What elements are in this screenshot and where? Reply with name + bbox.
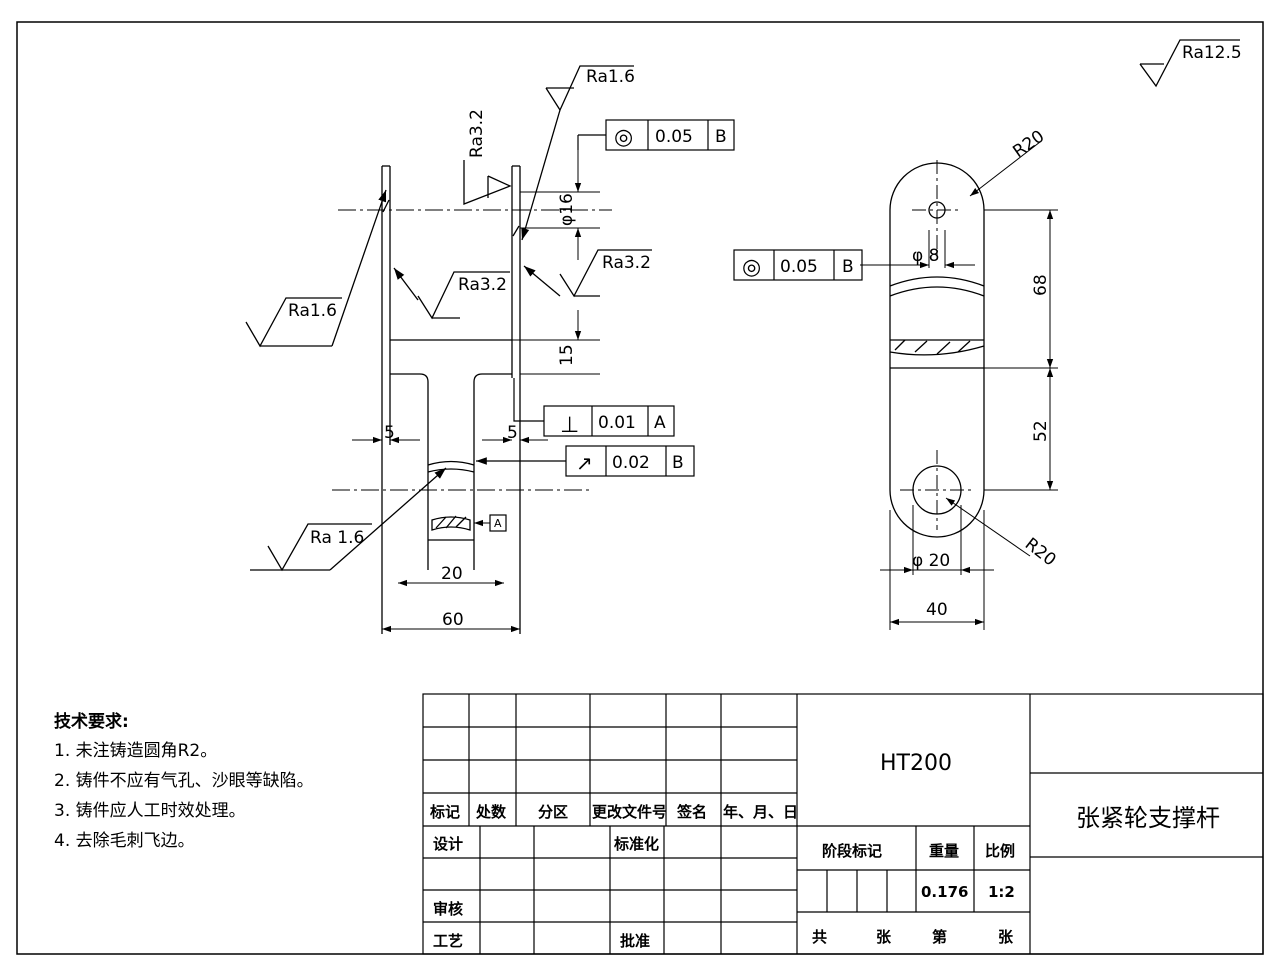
roughness-bottom-left-label: Ra 1.6 — [310, 528, 364, 548]
front-roughness-symbols — [245, 65, 652, 572]
perpendicularity-value: 0.01 — [598, 413, 636, 433]
side-width-dimension: 40 — [926, 600, 948, 620]
side-centerlines — [900, 160, 975, 530]
rev-header-sign: 签名 — [676, 803, 707, 821]
label-total: 共 — [812, 928, 827, 946]
front-offset-dimension: 15 — [557, 344, 577, 366]
label-approve: 批准 — [620, 932, 650, 950]
front-total-width-dimension: 60 — [442, 610, 464, 630]
side-dimension-lines — [860, 141, 1058, 630]
label-sheet-no: 第 — [932, 928, 947, 946]
front-dimension-lines — [352, 150, 600, 633]
front-concentricity-value: 0.05 — [655, 127, 693, 147]
requirement-item: 1. 未注铸造圆角R2。 — [54, 741, 217, 761]
perpendicularity-icon: ⊥ — [560, 413, 579, 438]
rev-header-zone: 分区 — [538, 803, 568, 821]
title-block — [422, 693, 1264, 955]
label-sheet-unit2: 张 — [998, 928, 1014, 946]
side-upper-length-dimension: 68 — [1031, 274, 1051, 296]
label-stage-mark: 阶段标记 — [822, 842, 882, 860]
runout-value: 0.02 — [612, 453, 650, 473]
front-wall-left-dimension: 5 — [384, 423, 395, 443]
label-sheet-unit: 张 — [876, 928, 892, 946]
side-concentricity-value: 0.05 — [780, 257, 818, 277]
runout-datum: B — [672, 453, 684, 473]
label-weight: 重量 — [929, 842, 959, 860]
front-wall-right-dimension: 5 — [507, 423, 518, 443]
front-bore-dimension: φ16 — [557, 193, 577, 226]
general-roughness-symbol — [1139, 39, 1240, 88]
requirement-item: 2. 铸件不应有气孔、沙眼等缺陷。 — [54, 771, 314, 791]
side-small-hole-dimension: φ 8 — [912, 246, 939, 266]
datum-a-box — [489, 514, 507, 532]
side-concentricity-frame — [733, 249, 863, 281]
rev-header-doc: 更改文件号 — [592, 803, 667, 821]
side-concentricity-icon: ◎ — [742, 255, 761, 280]
scale-value: 1:2 — [988, 883, 1015, 901]
side-large-hole-dimension: φ 20 — [912, 551, 950, 571]
front-hub-width-dimension: 20 — [441, 564, 463, 584]
requirement-item: 3. 铸件应人工时效处理。 — [54, 801, 246, 821]
part-name: 张紧轮支撑杆 — [1076, 804, 1220, 832]
perpendicularity-datum: A — [654, 413, 666, 433]
datum-a-label: A — [494, 517, 502, 530]
runout-icon: ↗ — [576, 451, 593, 475]
rev-header-date: 年、月、日 — [723, 803, 798, 821]
general-roughness-label: Ra12.5 — [1182, 43, 1242, 63]
front-concentricity-datum: B — [715, 127, 727, 147]
front-centerlines — [332, 209, 612, 491]
label-scale: 比例 — [985, 842, 1015, 860]
roughness-inner-left-label: Ra3.2 — [458, 275, 507, 295]
weight-value: 0.176 — [921, 883, 968, 901]
material-label: HT200 — [880, 751, 952, 776]
label-design: 设计 — [433, 835, 463, 853]
rev-header-count: 处数 — [475, 803, 507, 821]
roughness-outer-left-label: Ra1.6 — [288, 301, 337, 321]
concentricity-icon: ◎ — [614, 125, 633, 150]
front-concentricity-frame — [577, 119, 735, 151]
perpendicularity-frame — [513, 378, 675, 437]
runout-frame — [476, 445, 695, 477]
requirement-item: 4. 去除毛刺飞边。 — [54, 831, 195, 851]
side-radius-top-dimension: R20 — [1009, 127, 1048, 163]
label-process: 工艺 — [433, 932, 463, 950]
requirements-title: 技术要求: — [54, 711, 129, 732]
roughness-left-flange-label: Ra3.2 — [467, 109, 487, 158]
side-concentricity-datum: B — [842, 257, 854, 277]
side-radius-bottom-dimension: R20 — [1021, 534, 1060, 570]
roughness-inner-right-label: Ra3.2 — [602, 253, 651, 273]
label-review: 审核 — [433, 900, 463, 918]
roughness-top-label: Ra1.6 — [586, 67, 635, 87]
label-standardize: 标准化 — [613, 835, 659, 853]
rev-header-mark: 标记 — [429, 803, 460, 821]
side-lower-length-dimension: 52 — [1031, 420, 1051, 442]
